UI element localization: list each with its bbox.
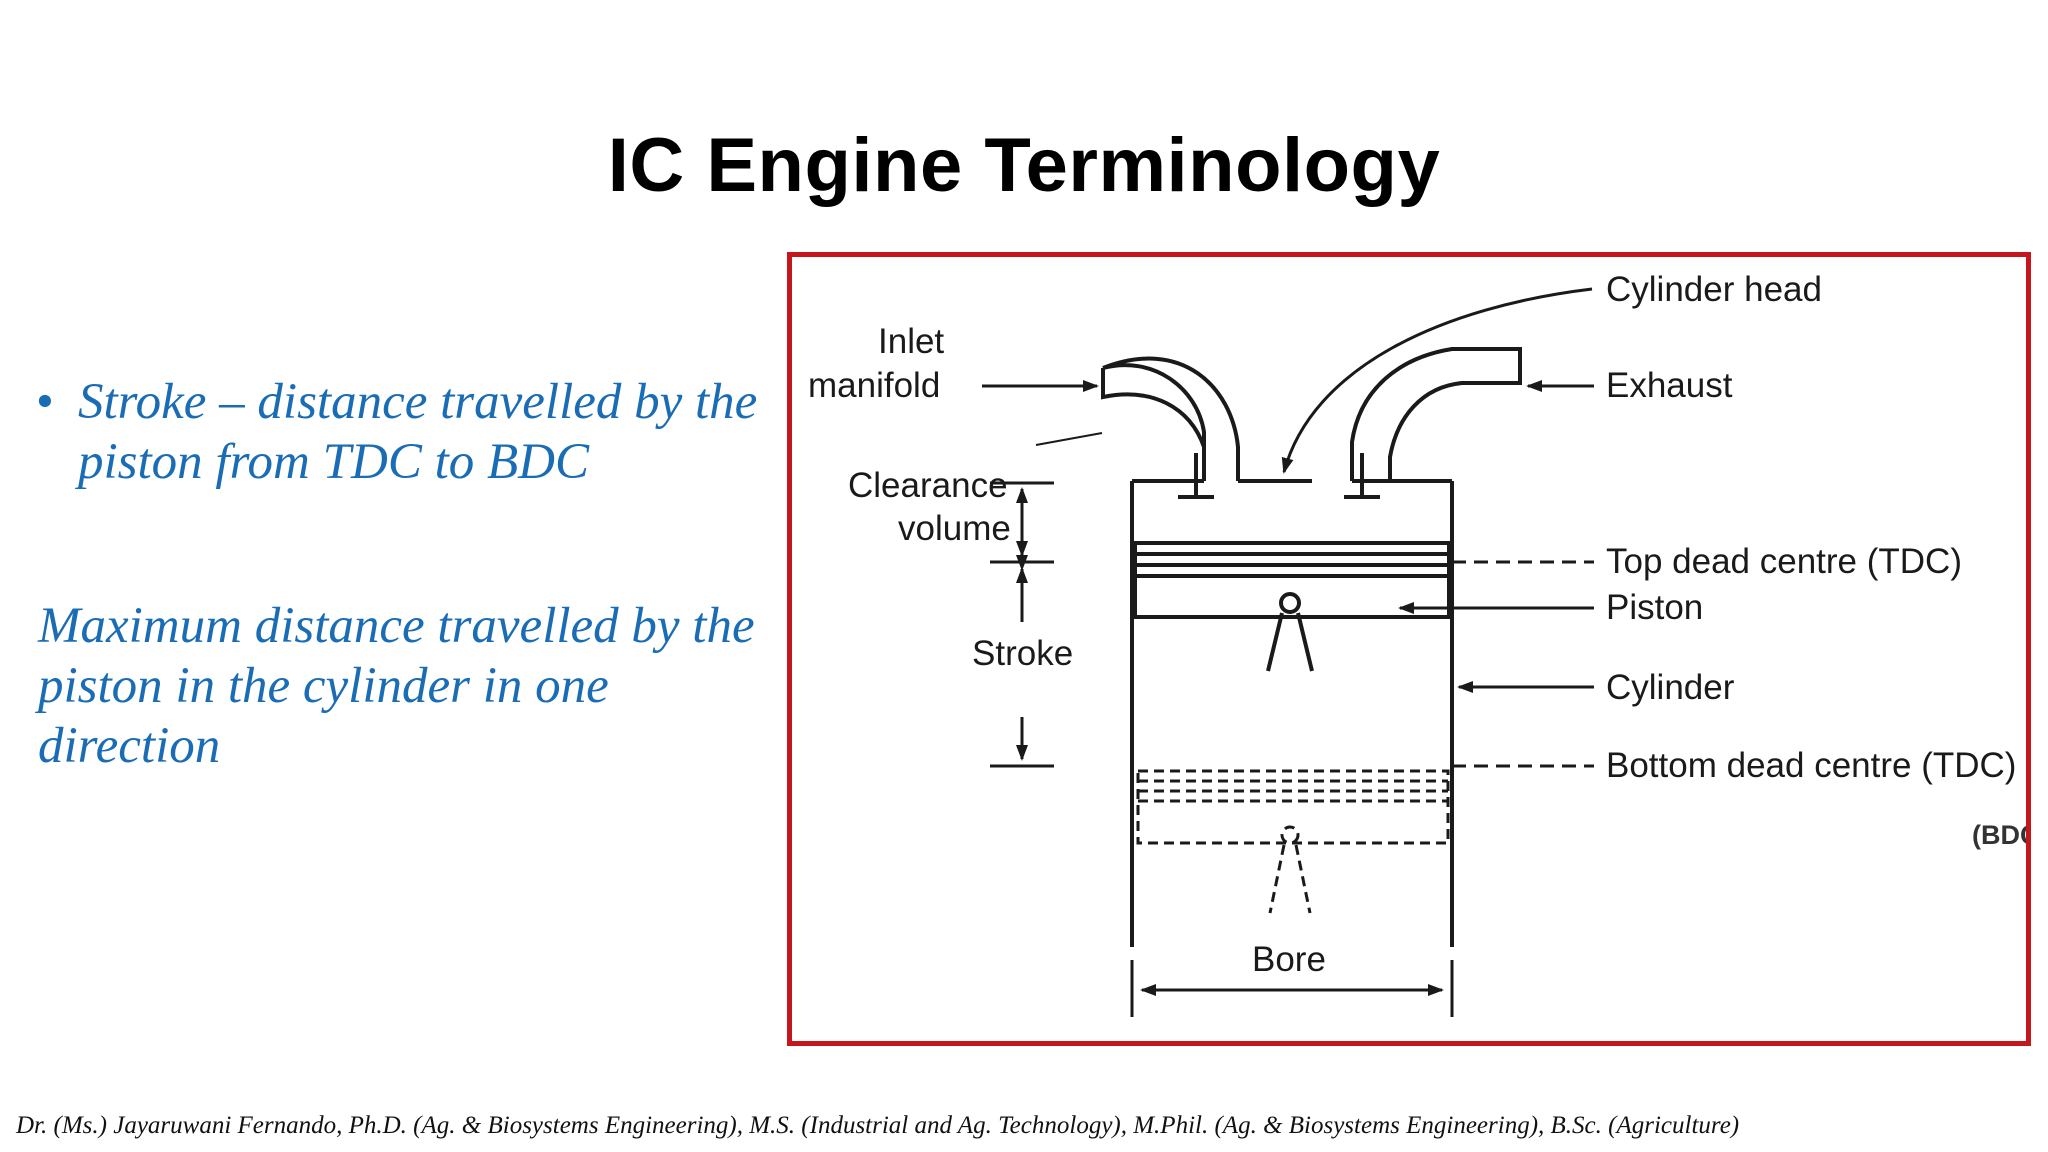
bullet-marker: • (36, 374, 54, 430)
label-manifold: manifold (808, 366, 940, 405)
label-exhaust: Exhaust (1606, 366, 1733, 405)
stroke-dimension (990, 481, 1054, 768)
bullet-item: • Stroke – distance travelled by the pis… (36, 372, 776, 492)
leader-arrows (982, 287, 1594, 693)
piston-bdc (1136, 769, 1450, 914)
stroke-definition-paragraph: Maximum distance travelled by the piston… (38, 598, 755, 774)
piston-tdc (1133, 541, 1451, 672)
engine-diagram-frame: Cylinder head Inlet manifold Exhaust Cle… (787, 252, 2031, 1046)
bullet-text-stroke: Stroke – distance travelled by the pisto… (78, 374, 758, 490)
engine-diagram: Cylinder head Inlet manifold Exhaust Cle… (808, 270, 2026, 1017)
label-tdc: Top dead centre (TDC) (1606, 542, 1962, 581)
label-clearance: Clearance (848, 466, 1008, 505)
label-cylinder: Cylinder (1606, 668, 1735, 707)
label-cylinder-head: Cylinder head (1606, 270, 1822, 309)
exhaust-port (1350, 347, 1522, 481)
label-bdc-correction: (BDC) (1972, 820, 2026, 850)
bore-dimension (1130, 960, 1454, 1017)
label-piston: Piston (1606, 588, 1703, 627)
footer-credits: Dr. (Ms.) Jayaruwani Fernando, Ph.D. (Ag… (16, 1112, 1740, 1139)
label-stroke: Stroke (972, 634, 1073, 673)
label-bore: Bore (1252, 940, 1326, 979)
slide-title: IC Engine Terminology (607, 123, 1441, 208)
cylinder-walls (1130, 479, 1454, 947)
label-inlet: Inlet (878, 322, 944, 361)
inlet-port (1101, 356, 1240, 481)
label-volume: volume (898, 509, 1011, 548)
dead-centre-lines (1452, 560, 1594, 768)
label-bdc: Bottom dead centre (TDC) (1606, 746, 2016, 785)
bullet-list: • Stroke – distance travelled by the pis… (36, 372, 776, 492)
valves (1178, 453, 1380, 499)
